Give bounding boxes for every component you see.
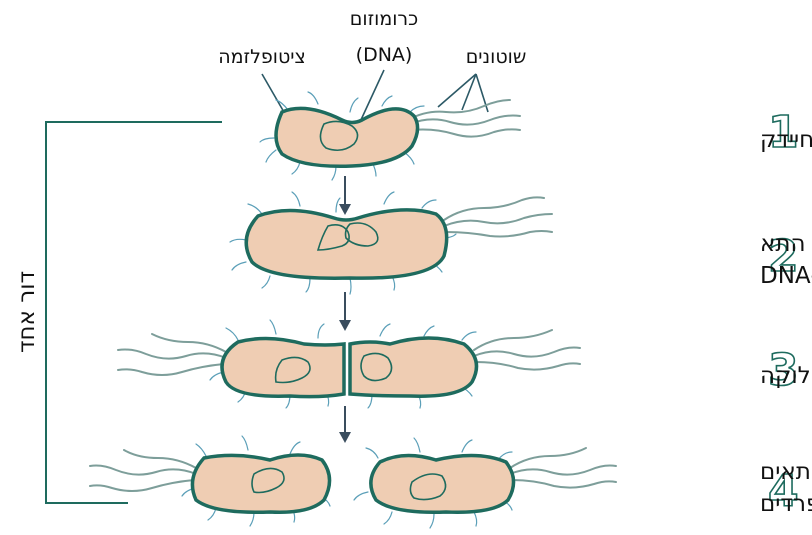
step-arrow (339, 406, 351, 443)
chromosome-label-line1: כרומוזום (350, 8, 418, 30)
flagellum (410, 116, 520, 125)
flagellum (408, 100, 510, 120)
step-text: גדילת התא (760, 231, 812, 257)
step-1: 1 תא חיידק (760, 107, 812, 158)
flagella-label: שוטונים (466, 46, 527, 68)
flagellum (90, 466, 196, 475)
cell-stage-3 (118, 320, 580, 408)
step-2: 2 גדילת התא ושכפול ה-DNA (760, 231, 812, 289)
flagellum (510, 448, 586, 468)
step-text: ושכפול ה-DNA (760, 263, 812, 289)
flagellum (90, 480, 194, 491)
flagellum (124, 450, 196, 468)
cell-body (192, 455, 329, 512)
flagellum (446, 231, 552, 237)
flagellum (474, 348, 580, 357)
flagellum (118, 350, 226, 359)
cell-body-left (222, 338, 344, 396)
cytoplasm-label: ציטופלזמה (218, 46, 306, 68)
flagellum (510, 466, 616, 475)
flagellum (476, 362, 580, 370)
flagellum (474, 330, 552, 350)
step-arrow (339, 292, 351, 331)
step-arrow (339, 176, 351, 215)
cell-body (276, 108, 418, 166)
cell-body-right (350, 338, 477, 396)
step-text: נפרדים (760, 491, 812, 517)
flagellum (412, 129, 520, 136)
flagellum (152, 334, 226, 352)
step-text: שני התאים (760, 459, 812, 485)
cell-stage-4-right (354, 438, 616, 528)
generation-bracket (46, 122, 222, 503)
flagellum (444, 214, 552, 226)
flagellum (118, 364, 224, 375)
step-4: 4 שני התאים נפרדים (760, 459, 812, 517)
flagellum (512, 480, 616, 488)
chromosome-label-line2: (DNA) (356, 44, 413, 66)
cell-body (371, 455, 514, 512)
generation-label: דור אחד (14, 271, 40, 353)
cell-stage-1 (260, 92, 520, 180)
cell-stage-2 (230, 192, 552, 294)
step-text: תא חיידק (760, 127, 812, 153)
step-3: 3 חלוקה (760, 345, 812, 396)
step-text: חלוקה (760, 363, 812, 389)
cell-stage-4-left (90, 436, 330, 526)
